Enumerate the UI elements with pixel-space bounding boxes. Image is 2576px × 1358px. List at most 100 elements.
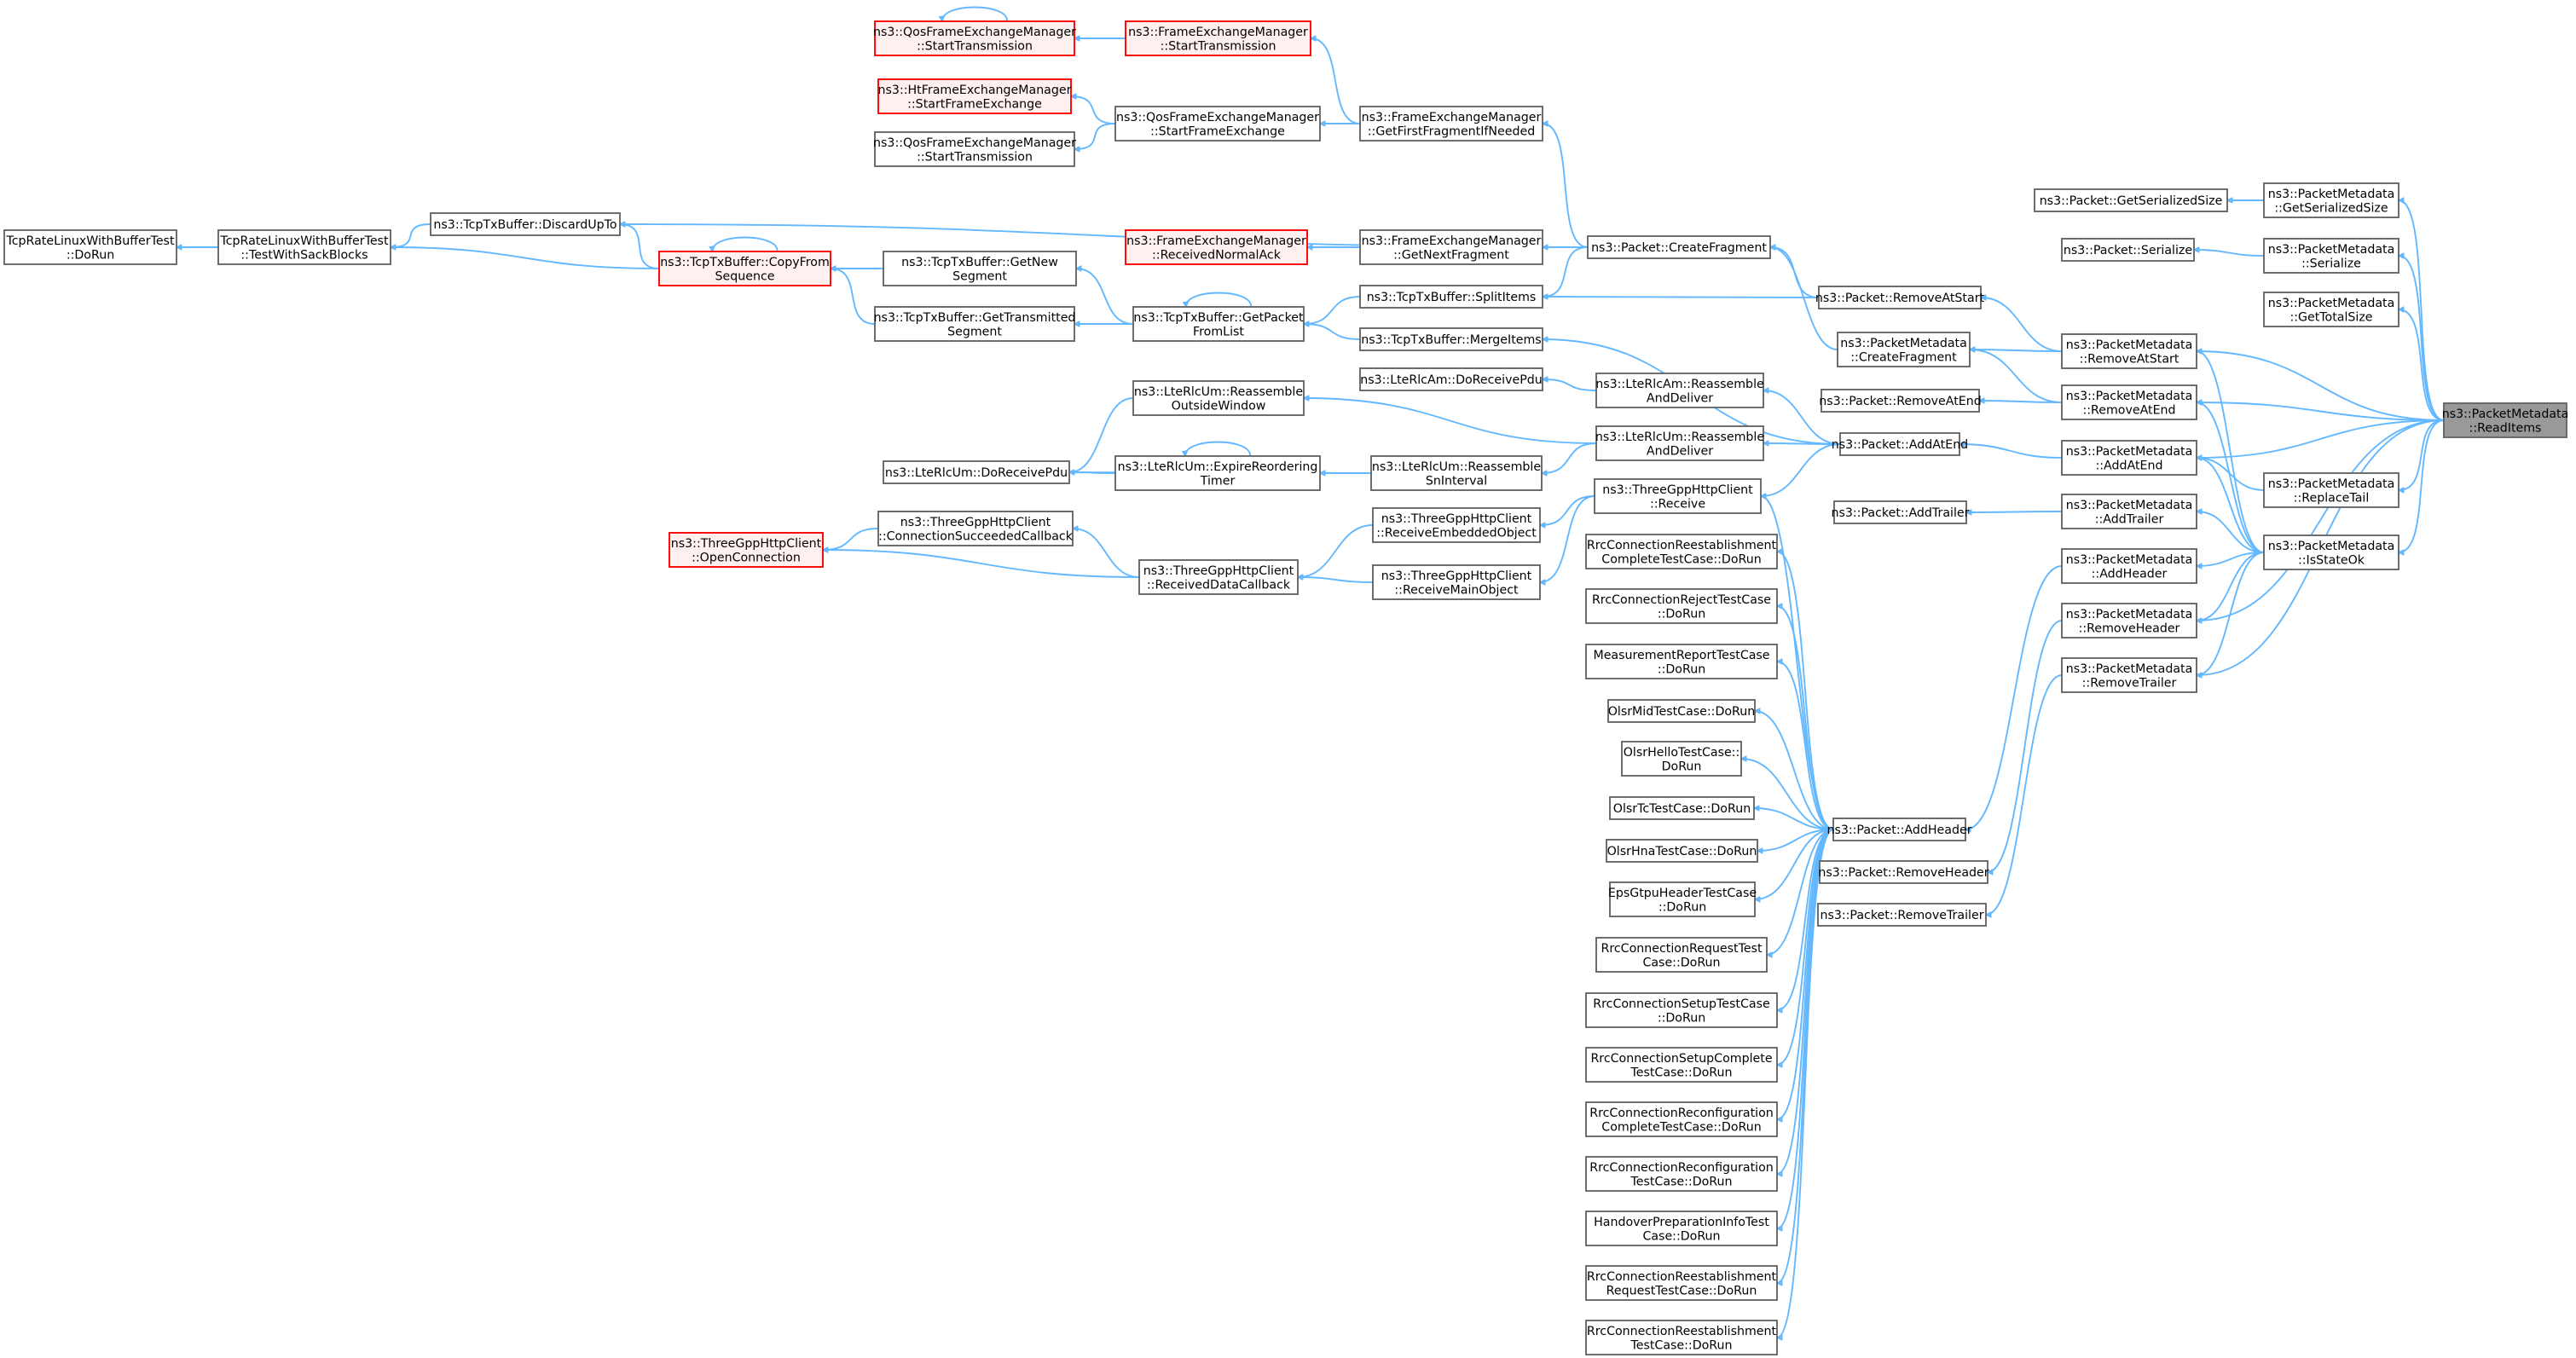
graph-node-t11[interactable]: RrcConnectionSetupCompleteTestCase::DoRu… <box>1585 1047 1778 1083</box>
graph-node-t8[interactable]: EpsGtpuHeaderTestCase::DoRun <box>1608 881 1757 917</box>
node-label: RrcConnectionSetupComplete <box>1590 1052 1772 1066</box>
graph-node-t16[interactable]: RrcConnectionReestablishmentTestCase::Do… <box>1585 1320 1778 1355</box>
graph-node-t2[interactable]: RrcConnectionRejectTestCase::DoRun <box>1585 588 1778 624</box>
graph-node-p-removeatstart[interactable]: ns3::Packet::RemoveAtStart <box>1815 286 1985 309</box>
node-box <box>2034 188 2228 212</box>
node-box <box>1833 500 1967 524</box>
graph-node-pm-removetrailer[interactable]: ns3::PacketMetadata::RemoveTrailer <box>2061 657 2197 693</box>
node-box <box>874 131 1075 167</box>
node-label: ::ReceiveMainObject <box>1394 583 1519 597</box>
edge-p-serialize-to-pm-serialize <box>2194 250 2265 257</box>
node-label: Case::DoRun <box>1642 956 1720 969</box>
node-label: ns3::TcpTxBuffer::SplitItems <box>1367 291 1537 304</box>
edge-t4-to-p-addheader <box>1755 711 1834 830</box>
graph-node-pm-replacetail[interactable]: ns3::PacketMetadata::ReplaceTail <box>2263 472 2399 508</box>
node-label: ns3::TcpTxBuffer::DiscardUpTo <box>433 218 617 232</box>
call-edge <box>2197 458 2265 491</box>
graph-node-tcprate-testwithsack[interactable]: TcpRateLinuxWithBufferTest::TestWithSack… <box>217 229 391 265</box>
graph-node-pm-addtrailer[interactable]: ns3::PacketMetadata::AddTrailer <box>2061 494 2197 529</box>
graph-node-fem-getnextfragment[interactable]: ns3::FrameExchangeManager::GetNextFragme… <box>1359 229 1543 265</box>
node-box <box>1359 327 1543 351</box>
graph-node-p-createfragment[interactable]: ns3::Packet::CreateFragment <box>1587 235 1771 259</box>
graph-node-tcprate-dorun[interactable]: TcpRateLinuxWithBufferTest::DoRun <box>3 229 177 265</box>
graph-node-pm-removeatstart[interactable]: ns3::PacketMetadata::RemoveAtStart <box>2061 333 2197 369</box>
graph-node-pm-removeheader[interactable]: ns3::PacketMetadata::RemoveHeader <box>2061 603 2197 639</box>
node-label: ::OpenConnection <box>692 551 801 564</box>
node-box <box>2263 472 2399 508</box>
graph-node-t12[interactable]: RrcConnectionReconfigurationCompleteTest… <box>1585 1101 1778 1137</box>
graph-node-http-receiveddata[interactable]: ns3::ThreeGppHttpClient::ReceivedDataCal… <box>1138 559 1299 595</box>
graph-node-pm-gettotalsize[interactable]: ns3::PacketMetadata::GetTotalSize <box>2263 292 2399 327</box>
graph-node-p-removeatend[interactable]: ns3::Packet::RemoveAtEnd <box>1819 389 1982 413</box>
graph-node-http-receivemain[interactable]: ns3::ThreeGppHttpClient::ReceiveMainObje… <box>1372 564 1541 600</box>
node-box <box>2263 238 2399 274</box>
edge-t15-to-p-addheader <box>1777 829 1834 1283</box>
edge-t14-to-p-addheader <box>1777 829 1834 1228</box>
graph-node-t7[interactable]: OlsrHnaTestCase::DoRun <box>1606 839 1758 863</box>
graph-node-pm-getserializedsize[interactable]: ns3::PacketMetadata::GetSerializedSize <box>2263 182 2399 218</box>
graph-node-pm-serialize[interactable]: ns3::PacketMetadata::Serialize <box>2263 238 2399 274</box>
graph-node-t13[interactable]: RrcConnectionReconfigurationTestCase::Do… <box>1585 1156 1778 1192</box>
graph-node-p-removetrailer[interactable]: ns3::Packet::RemoveTrailer <box>1817 903 1987 927</box>
node-box <box>217 229 391 265</box>
graph-node-tx-splititems[interactable]: ns3::TcpTxBuffer::SplitItems <box>1359 285 1543 309</box>
graph-node-tx-mergeitems[interactable]: ns3::TcpTxBuffer::MergeItems <box>1359 327 1543 351</box>
node-box <box>1587 235 1771 259</box>
node-label: ::RemoveAtEnd <box>2082 403 2175 417</box>
graph-node-http-receive[interactable]: ns3::ThreeGppHttpClient::Receive <box>1594 478 1762 514</box>
graph-node-http-receiveembedded[interactable]: ns3::ThreeGppHttpClient::ReceiveEmbedded… <box>1372 507 1541 543</box>
graph-node-t3[interactable]: MeasurementReportTestCase::DoRun <box>1585 644 1778 679</box>
graph-node-t5[interactable]: OlsrHelloTestCase::DoRun <box>1621 741 1742 777</box>
graph-node-p-getserializedsize[interactable]: ns3::Packet::GetSerializedSize <box>2034 188 2228 212</box>
graph-node-qfem-startframeexchange[interactable]: ns3::QosFrameExchangeManager::StartFrame… <box>1114 106 1321 142</box>
graph-node-p-addatend[interactable]: ns3::Packet::AddAtEnd <box>1832 432 1968 456</box>
graph-node-t1[interactable]: RrcConnectionReestablishmentCompleteTest… <box>1585 534 1778 569</box>
node-label: RrcConnectionSetupTestCase <box>1593 997 1769 1011</box>
graph-node-pm-removeatend[interactable]: ns3::PacketMetadata::RemoveAtEnd <box>2061 384 2197 420</box>
graph-node-qfem-start-top[interactable]: ns3::QosFrameExchangeManager::StartTrans… <box>873 20 1076 56</box>
graph-node-pm-addatend[interactable]: ns3::PacketMetadata::AddAtEnd <box>2061 440 2197 476</box>
graph-node-fem-receivednormalack[interactable]: ns3::FrameExchangeManager::ReceivedNorma… <box>1125 229 1308 265</box>
edge-http-openconnection-to-http-connsucceeded <box>823 528 879 550</box>
node-label: OlsrTcTestCase::DoRun <box>1613 802 1751 816</box>
graph-node-p-removeheader[interactable]: ns3::Packet::RemoveHeader <box>1818 860 1989 884</box>
graph-node-p-addheader[interactable]: ns3::Packet::AddHeader <box>1826 818 1972 841</box>
graph-node-lteum-doreceivepdu[interactable]: ns3::LteRlcUm::DoReceivePdu <box>883 460 1070 484</box>
node-box <box>1114 106 1321 142</box>
graph-node-t10[interactable]: RrcConnectionSetupTestCase::DoRun <box>1585 992 1778 1028</box>
graph-node-http-openconnection[interactable]: ns3::ThreeGppHttpClient::OpenConnection <box>669 532 824 568</box>
graph-node-fem-starttransmission[interactable]: ns3::FrameExchangeManager::StartTransmis… <box>1125 20 1311 56</box>
graph-node-http-connsucceeded[interactable]: ns3::ThreeGppHttpClient::ConnectionSucce… <box>877 511 1074 546</box>
node-label: AndDeliver <box>1647 444 1713 458</box>
graph-node-qfem-start-bottom[interactable]: ns3::QosFrameExchangeManager::StartTrans… <box>873 131 1076 167</box>
graph-node-p-serialize[interactable]: ns3::Packet::Serialize <box>2061 238 2195 262</box>
graph-node-p-addtrailer[interactable]: ns3::Packet::AddTrailer <box>1832 500 1970 524</box>
graph-node-t4[interactable]: OlsrMidTestCase::DoRun <box>1607 699 1756 723</box>
graph-node-htfem-startframeexchange[interactable]: ns3::HtFrameExchangeManager::StartFrameE… <box>877 78 1072 114</box>
graph-node-pm-addheader[interactable]: ns3::PacketMetadata::AddHeader <box>2061 548 2197 584</box>
graph-node-t6[interactable]: OlsrTcTestCase::DoRun <box>1609 796 1755 820</box>
graph-node-fem-getfirstfragment[interactable]: ns3::FrameExchangeManager::GetFirstFragm… <box>1359 106 1543 142</box>
edge-t12-to-p-addheader <box>1777 829 1834 1119</box>
node-label: ns3::ThreeGppHttpClient <box>1602 483 1753 497</box>
graph-node-lteam-doreceivepdu[interactable]: ns3::LteRlcAm::DoReceivePdu <box>1359 367 1543 391</box>
graph-node-t15[interactable]: RrcConnectionReestablishmentRequestTestC… <box>1585 1265 1778 1301</box>
node-label: Case::DoRun <box>1642 1229 1720 1243</box>
node-box <box>2061 603 2197 639</box>
node-box <box>1585 1047 1778 1083</box>
graph-node-pm-createfragment[interactable]: ns3::PacketMetadata::CreateFragment <box>1837 332 1971 367</box>
graph-node-pm-isstateok[interactable]: ns3::PacketMetadata::IsStateOk <box>2263 535 2399 570</box>
graph-node-tx-discardupto[interactable]: ns3::TcpTxBuffer::DiscardUpTo <box>430 212 621 236</box>
node-label: TcpRateLinuxWithBufferTest <box>5 234 174 248</box>
